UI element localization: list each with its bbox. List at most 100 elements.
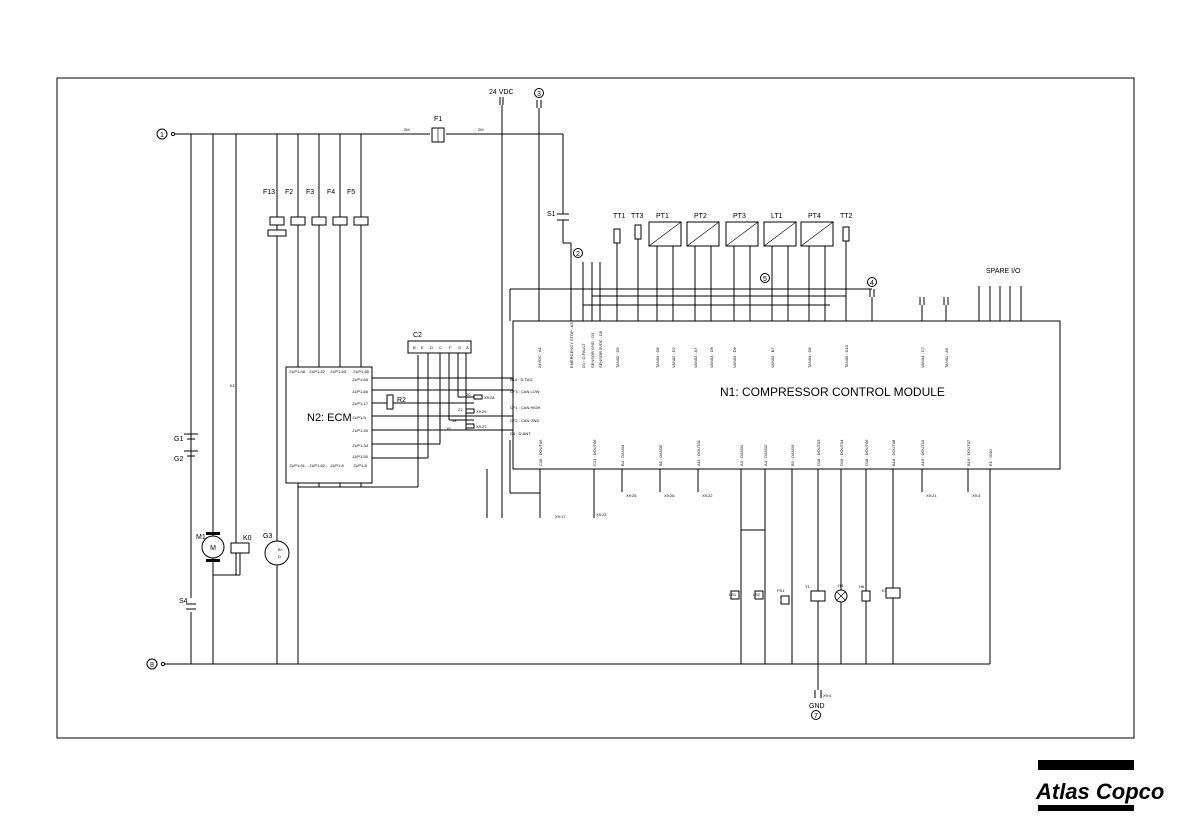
brand-logo-text: Atlas Copco (1035, 779, 1164, 804)
ccm-top-pin-label: SENSOR GND : D3 (590, 332, 595, 368)
svg-text:J1/P1-51: J1/P1-51 (289, 463, 306, 468)
sensor-pt1-label: PT1 (656, 213, 669, 220)
fuse-f2-label: F2 (285, 189, 293, 196)
ccm-top-pin-label: TAN01 : A9 (944, 347, 949, 368)
switch-ps1: PS1 (777, 588, 790, 605)
relay-k0-label: K0 (243, 535, 252, 542)
switch-s4-label: S4 (179, 598, 188, 605)
ccm-top-pin-label: TAN04 : D8 (807, 347, 812, 368)
svg-text:2M: 2M (404, 127, 410, 132)
lamp-h4: H4 (834, 583, 848, 603)
ccm-top-pin-label: VAN03 : B7 (770, 347, 775, 368)
svg-text:LS2: LS2 (753, 592, 761, 597)
sensor-tt3-label: TT3 (631, 213, 644, 220)
ccm-top-pin-label: VAN02 : A7 (693, 347, 698, 368)
fuse-f2: F2 (285, 189, 306, 226)
svg-text:21: 21 (458, 407, 463, 412)
ccm-bottom-pin-label: B3 : DAN03 (790, 444, 795, 466)
ccm-bottom-pin-label: A3 : DAN01 (739, 444, 744, 466)
motor-m1-label: M1 (196, 534, 206, 541)
svg-text:X9:29: X9:29 (476, 409, 487, 414)
svg-text:D: D (278, 554, 281, 559)
battery-g2: G2 (174, 450, 198, 463)
ccm-top-pin-label: VAN03 : D6 (732, 346, 737, 368)
fuse-f13: F13 (263, 189, 285, 226)
fuse-f4-label: F4 (327, 189, 335, 196)
svg-text:B14 : D-TAG: B14 : D-TAG (510, 377, 533, 382)
ccm-top-pin-label: TAN05 : D10 (844, 344, 849, 368)
motor-m1: M M1 (196, 532, 225, 562)
switch-s1: S1 (547, 211, 572, 321)
svg-text:J1/P1-65: J1/P1-65 (352, 377, 369, 382)
sensor-tt1: TT1 (613, 213, 626, 321)
relay-k1: K1 (882, 587, 901, 599)
ccm-top-pin-label: EMERGENCY STOP : A3 (569, 322, 574, 368)
ccm-top-pin-label: SENSOR 5VDC : D5 (598, 330, 603, 368)
motor-symbol: M (210, 545, 216, 552)
svg-text:J1/P1-8: J1/P1-8 (353, 463, 368, 468)
supply-label: 24 VDC (489, 89, 514, 96)
svg-text:X9:26: X9:26 (664, 493, 675, 498)
ecm-module: N2: ECM J1/P1-48 J1/P1-52 J1/P1-53 J1/P1… (285, 366, 373, 484)
atlas-copco-logo: Atlas Copco (1035, 760, 1164, 811)
sensor-tt1-label: TT1 (613, 213, 626, 220)
node-3: 3 (534, 88, 544, 300)
svg-text:J1/P1-17: J1/P1-17 (352, 401, 369, 406)
svg-text:H4: H4 (838, 583, 844, 588)
relay-h6: H6 (859, 584, 871, 602)
svg-text:X9:22: X9:22 (702, 493, 713, 498)
svg-text:CF2 : CAN GND: CF2 : CAN GND (510, 418, 539, 423)
ccm-top-pin-label: D1 : D-FAULT (581, 343, 586, 368)
switch-ls2: LS2 (753, 590, 764, 600)
sensor-tt3: TT3 (631, 213, 644, 321)
svg-text:J1/P1-66: J1/P1-66 (352, 389, 369, 394)
svg-text:A: A (466, 345, 469, 350)
sensor-pt2-label: PT2 (694, 213, 707, 220)
ccm-bottom-pin-label: D16 : DOUT04 (839, 439, 844, 466)
svg-text:X9:4: X9:4 (823, 693, 832, 698)
svg-text:19: 19 (446, 426, 451, 431)
ccm-top-pin-label: TAN03 : D8 (655, 347, 660, 368)
svg-text:X9:27: X9:27 (476, 424, 487, 429)
sensor-pt3: PT3 (725, 213, 759, 321)
ccm-bottom-pin-label: D18 : DOUT06 (864, 439, 869, 466)
relay-k0: K0 (213, 535, 252, 576)
sensor-pt4: PT4 (800, 213, 834, 321)
ccm-bottom-pin-label: C16 : DOUT05 (538, 439, 543, 466)
svg-text:J1/P1-50: J1/P1-50 (352, 428, 369, 433)
alternator-g3-label: G3 (263, 533, 272, 540)
node-5: 5 (760, 273, 770, 283)
sensor-pt4-label: PT4 (808, 213, 821, 220)
svg-text:LS1: LS1 (729, 592, 737, 597)
svg-text:X9:17: X9:17 (555, 514, 566, 519)
svg-text:20: 20 (466, 392, 471, 397)
svg-text:F: F (449, 345, 452, 350)
svg-text:X9:3: X9:3 (972, 493, 981, 498)
fuse-f13-label: F13 (263, 189, 275, 196)
svg-text:J1/P1-55: J1/P1-55 (353, 369, 370, 374)
svg-text:K1: K1 (230, 383, 236, 388)
svg-text:C: C (439, 345, 442, 350)
sensor-tt2: TT2 (840, 213, 853, 321)
fuse-f1: F1 (431, 116, 445, 143)
svg-text:J1/P1-34: J1/P1-34 (352, 443, 369, 448)
svg-text:J1/P1-8: J1/P1-8 (330, 463, 345, 468)
fuse-f3-label: F3 (306, 189, 314, 196)
ccm-module: N1: COMPRESSOR CONTROL MODULE B14 : D-TA… (510, 320, 1061, 470)
ccm-top-pin-label: VAN02 : D7 (671, 346, 676, 368)
svg-text:D: D (430, 345, 433, 350)
sensor-pt1: PT1 (648, 213, 682, 321)
fuse-f5: F5 (347, 189, 369, 226)
alternator-g3: B+ D G3 (263, 134, 290, 664)
valve-y1: Y1 (805, 584, 826, 602)
battery-g2-label: G2 (174, 456, 183, 463)
ccm-top-pin-label: VAN04 : C7 (920, 346, 925, 368)
ground-terminal: X9:4 GND 7 (809, 690, 832, 720)
svg-text:X9:23: X9:23 (596, 512, 607, 517)
svg-text:K1: K1 (882, 588, 888, 593)
ccm-label: N1: COMPRESSOR CONTROL MODULE (720, 385, 945, 399)
svg-text:18: 18 (452, 418, 457, 423)
svg-text:X9:21: X9:21 (926, 493, 937, 498)
